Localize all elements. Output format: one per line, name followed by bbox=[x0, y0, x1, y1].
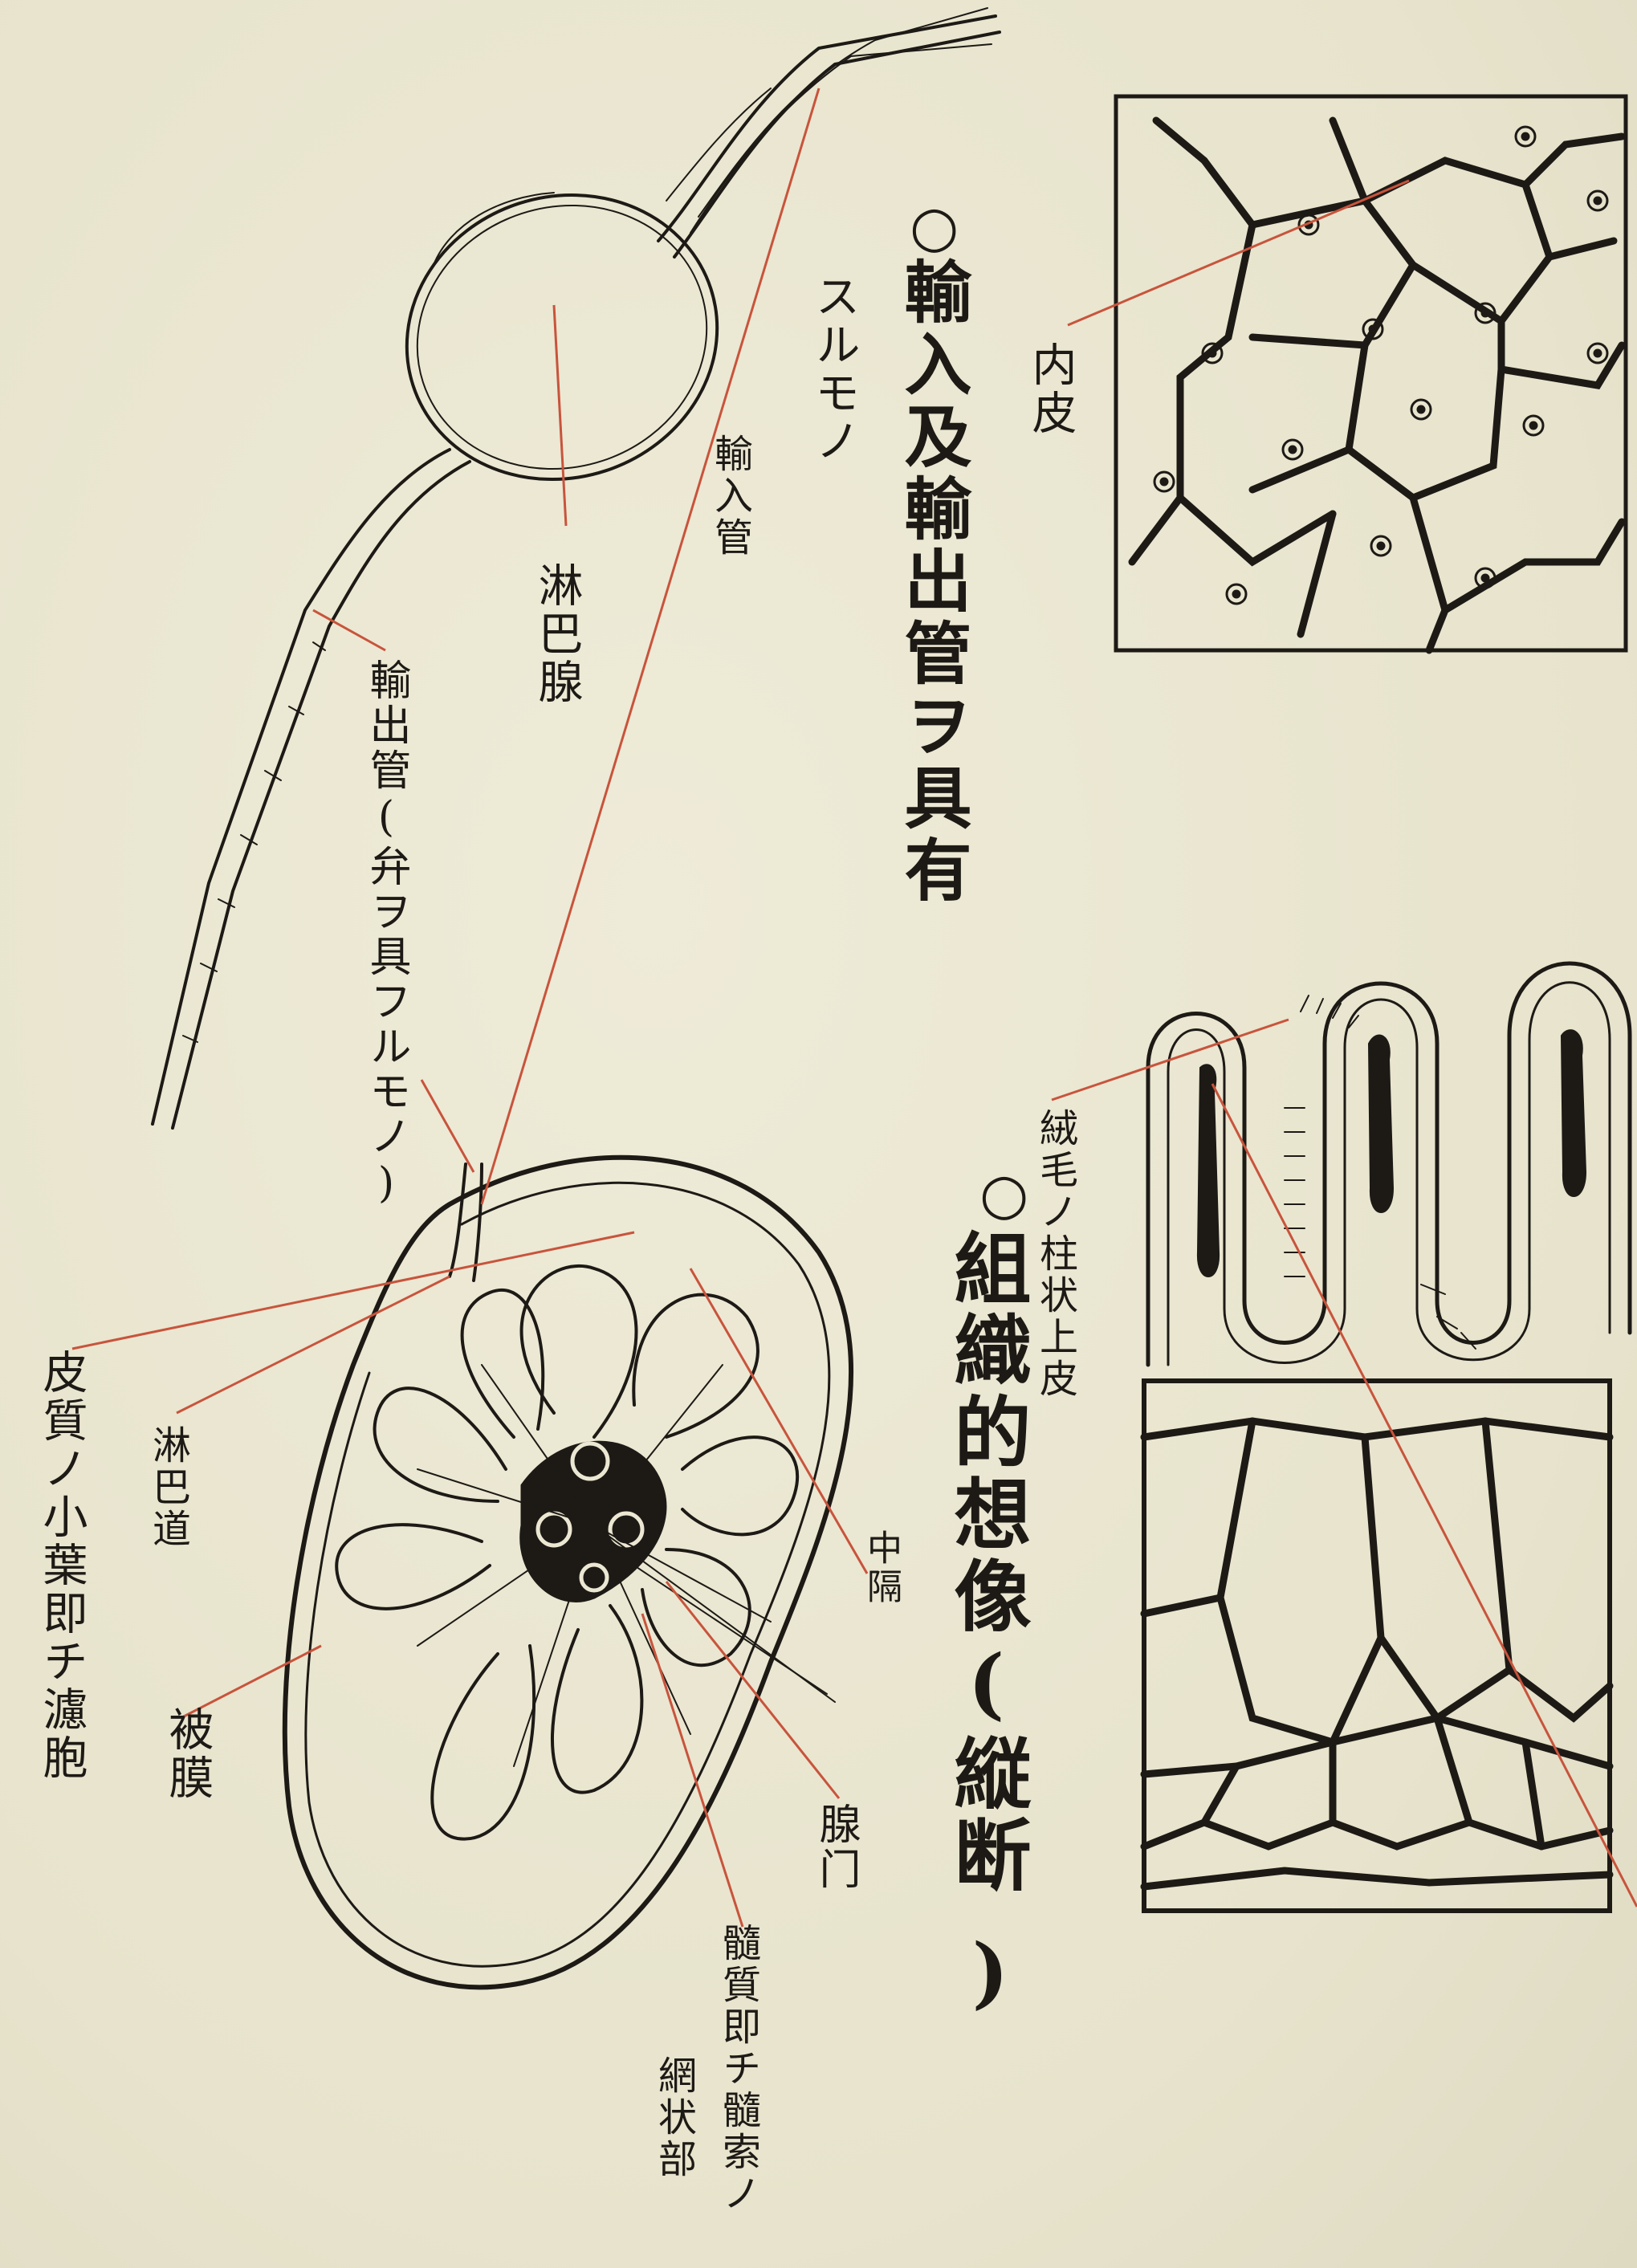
lymph-gland-subtitle: スルモノ bbox=[811, 273, 856, 466]
lymph-gland-title-mark: ○ bbox=[906, 193, 962, 264]
lymph-node-section-drawing bbox=[285, 1158, 851, 1988]
lymph-gland-title: 輸入及輸出管ヲ具有 bbox=[899, 257, 967, 907]
label-hilum: 腺门 bbox=[815, 1802, 857, 1892]
label-lymph-gland: 淋巴腺 bbox=[534, 562, 579, 706]
label-reticular-part: 網状部 bbox=[654, 2055, 693, 2180]
label-septum: 中隔 bbox=[863, 1529, 898, 1606]
model-title-mark: ○ bbox=[975, 1160, 1032, 1232]
label-efferent-vessel: 輸出管(弁ヲ具フルモノ) bbox=[365, 658, 407, 1211]
epithelium-cells-drawing bbox=[1116, 96, 1626, 650]
label-inner-skin: 内皮 bbox=[1028, 341, 1073, 438]
label-villus-epithelium: 絨毛ノ柱状上皮 bbox=[1036, 1108, 1074, 1400]
label-afferent-vessel: 輸入管 bbox=[711, 434, 749, 559]
model-title: 組織的想像(縦断 bbox=[947, 1228, 1024, 1897]
label-lymph-path: 淋巴道 bbox=[149, 1425, 187, 1550]
model-title-close: ) bbox=[951, 1927, 1028, 2022]
villi-section-drawing bbox=[1144, 963, 1630, 1911]
label-capsule: 被膜 bbox=[165, 1706, 210, 1802]
label-cortex-lobule: 皮質ノ小葉即チ濾胞 bbox=[39, 1349, 83, 1782]
label-medulla: 髓質即チ髓索ノ bbox=[719, 1923, 757, 2215]
